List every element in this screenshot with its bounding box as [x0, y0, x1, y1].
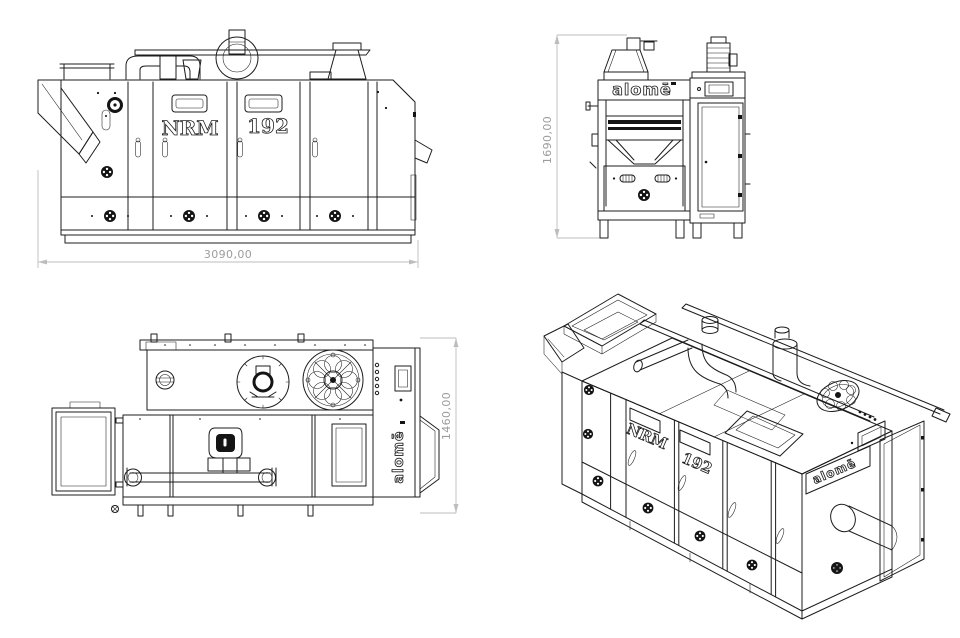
lower-panel-knobs [91, 210, 354, 222]
model-series-text-iso: NRM [624, 420, 670, 453]
front-right-end [376, 90, 433, 221]
iso-top-hatch [658, 370, 805, 457]
model-series-text: NRM [161, 116, 218, 140]
front-left-panel-fittings [96, 91, 123, 178]
plan-view: 1460,00 [30, 296, 465, 560]
plan-motor-piping [122, 427, 277, 487]
dimension-width-label: 3090,00 [204, 248, 252, 261]
plan-open-door [51, 401, 124, 496]
front-roof-ductwork [59, 29, 371, 80]
isometric-view-svg: NRM 192 alomē [543, 293, 951, 620]
iso-end-cabinet [805, 420, 925, 582]
model-number-text: 192 [247, 114, 289, 138]
fan-rosette [302, 349, 364, 411]
iso-hopper [563, 293, 657, 355]
brand-logo-text: alomē [612, 80, 672, 99]
iso-infeed-chute [543, 323, 585, 375]
plan-depth-dimension: 1460,00 [420, 337, 459, 514]
side-top-motor [691, 36, 746, 79]
side-main-section [585, 79, 691, 239]
iso-front-doors [581, 392, 803, 598]
iso-fan-rosette [816, 380, 877, 421]
iso-front-knobs [582, 384, 758, 571]
side-control-cabinet [689, 77, 751, 239]
side-top-hopper [603, 37, 658, 81]
plan-view-svg: 1460,00 [51, 333, 459, 517]
front-elevation-view: NRM 192 3090,00 [30, 12, 450, 281]
plan-end-cabinet: alomē [372, 347, 440, 498]
front-body [60, 79, 416, 244]
side-elevation-svg: 1690,00 [541, 34, 751, 239]
side-elevation-view: 1690,00 [528, 16, 778, 270]
dimension-height-label: 1690,00 [541, 116, 554, 164]
iso-pipework [633, 316, 811, 399]
front-elevation-svg: NRM 192 3090,00 [37, 29, 433, 268]
plan-rear-deck [139, 333, 374, 411]
isometric-view: NRM 192 alomē [540, 278, 960, 637]
iso-support-rails [639, 303, 951, 423]
side-height-dimension: 1690,00 [541, 34, 627, 239]
dimension-depth-label: 1460,00 [440, 392, 453, 440]
side-vent-grilles [612, 174, 678, 201]
door-handle-recesses [171, 94, 283, 113]
front-width-dimension: 3090,00 [37, 170, 419, 268]
brand-plate: alomē [612, 80, 676, 99]
brand-logo-text-iso: alomē [810, 456, 858, 487]
plan-front-band [111, 414, 374, 517]
brand-logo-text-plan: alomē [391, 431, 407, 484]
front-left-chute [37, 79, 101, 164]
